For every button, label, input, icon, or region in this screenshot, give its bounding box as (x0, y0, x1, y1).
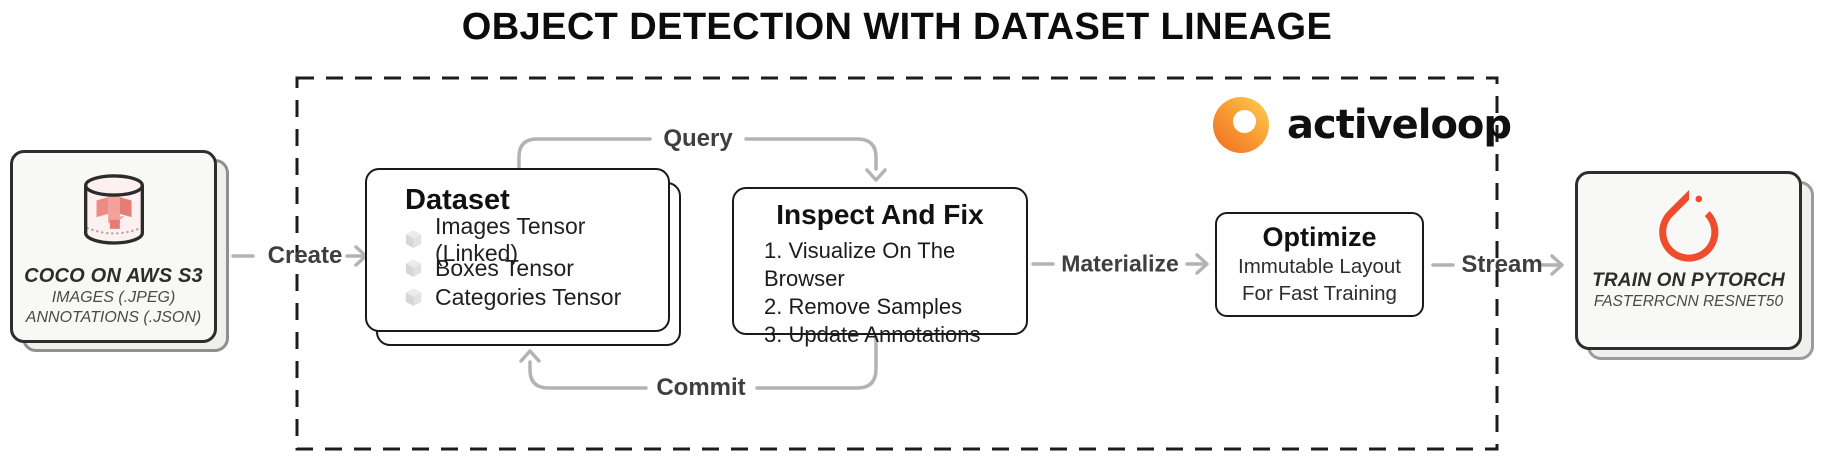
materialize-label: Materialize (1061, 250, 1179, 277)
inspect-and-fix-card: Inspect And Fix 1. Visualize On The Brow… (732, 187, 1028, 347)
s3-bucket-cylinder-icon (76, 173, 152, 253)
dataset-card-title: Dataset (405, 184, 510, 216)
inspect-step: 3. Update Annotations (764, 322, 981, 347)
source-card-line1: IMAGES (.JPEG) (51, 289, 176, 306)
page-title: OBJECT DETECTION WITH DATASET LINEAGE (461, 6, 1333, 48)
cube-icon (405, 288, 422, 307)
commit-label: Commit (656, 374, 746, 401)
inspect-step: 2. Remove Samples (764, 294, 963, 319)
stream-label: Stream (1461, 251, 1543, 278)
query-connector-line-left (517, 137, 652, 172)
train-card-subtitle: FASTERRCNN RESNET50 (1593, 293, 1784, 310)
materialize-arrow-icon (1185, 253, 1209, 275)
optimize-card: Optimize Immutable Layout For Fast Train… (1215, 212, 1424, 317)
cube-icon (405, 230, 422, 249)
tensor-item-label: Boxes Tensor (435, 255, 574, 281)
stream-arrow-icon (1539, 254, 1564, 276)
query-connector-line-right (744, 137, 878, 171)
optimize-card-title: Optimize (1262, 222, 1377, 252)
query-arrow-icon (865, 168, 887, 182)
tensor-item-label: Categories Tensor (435, 284, 622, 310)
activeloop-wordmark: activeloop (1287, 102, 1512, 148)
inspect-steps-list: 1. Visualize On The Browser 2. Remove Sa… (734, 237, 1026, 349)
coco-source-card: COCO ON AWS S3 IMAGES (.JPEG) ANNOTATION… (10, 150, 229, 352)
dataset-card: Dataset Images Tensor (Linked) (365, 168, 681, 346)
commit-connector-line-right (755, 335, 878, 390)
create-arrow-icon (345, 245, 368, 267)
inspect-step: 1. Visualize On The Browser (764, 238, 956, 291)
commit-connector-line-left (528, 360, 648, 390)
source-card-line2: ANNOTATIONS (.JSON) (25, 309, 202, 326)
inspect-card-title: Inspect And Fix (776, 199, 984, 230)
activeloop-donut-icon (1212, 96, 1270, 154)
tensor-list-item: Categories Tensor (405, 283, 668, 312)
tensor-list-item: Images Tensor (Linked) (405, 213, 668, 266)
pytorch-train-card: TRAIN ON PYTORCH FASTERRCNN RESNET50 (1575, 171, 1814, 360)
optimize-line2: For Fast Training (1242, 282, 1397, 305)
train-card-title: TRAIN ON PYTORCH (1592, 270, 1785, 291)
cube-icon (405, 259, 422, 278)
pytorch-flame-icon (1653, 190, 1725, 262)
optimize-line1: Immutable Layout (1238, 255, 1401, 278)
activeloop-logo: activeloop (1212, 96, 1512, 154)
tensor-item-label: Images Tensor (Linked) (435, 212, 586, 266)
source-card-title: COCO ON AWS S3 (24, 265, 203, 287)
create-label: Create (267, 242, 343, 269)
tensor-list-item: Boxes Tensor (405, 254, 668, 283)
commit-arrow-icon (519, 349, 541, 363)
query-label: Query (663, 125, 733, 152)
